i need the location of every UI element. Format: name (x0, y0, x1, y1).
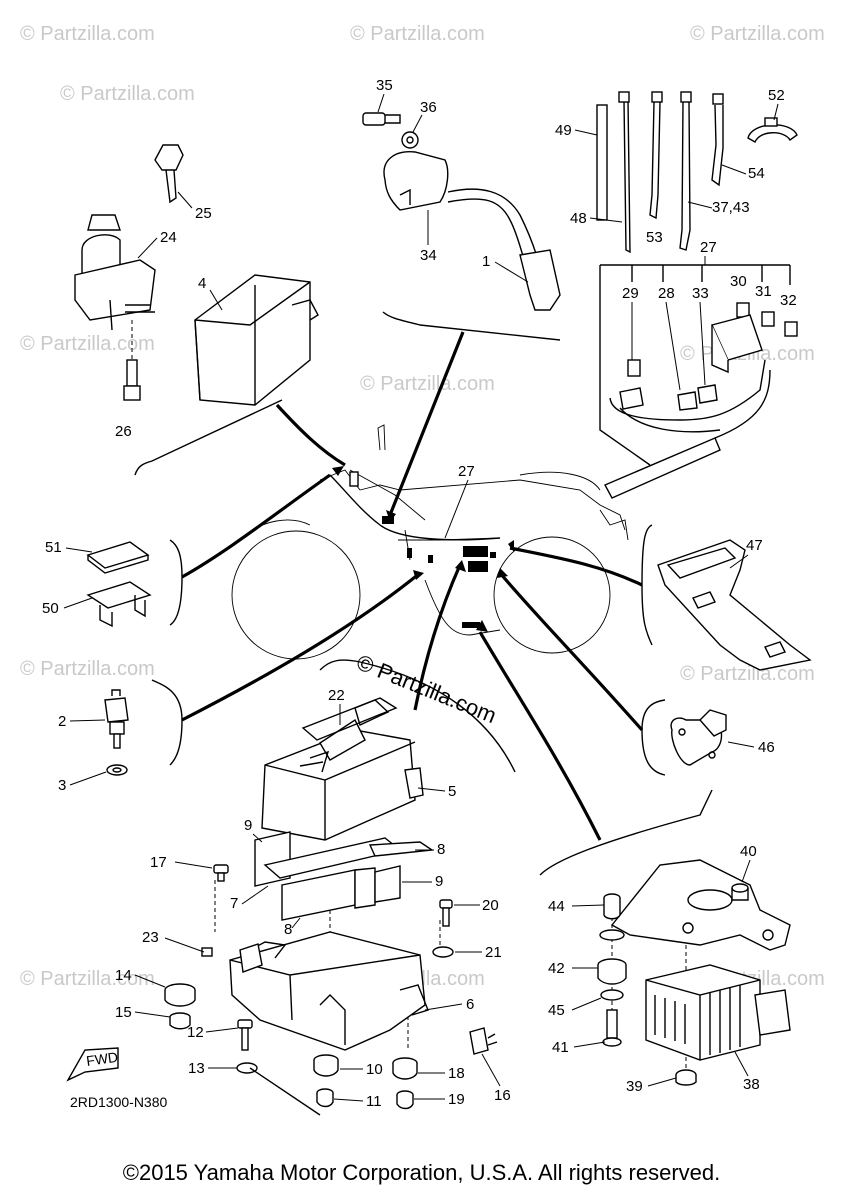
tubes-and-cable-ties: 49 48 53 37,43 54 52 (555, 87, 798, 254)
callout-26: 26 (115, 423, 132, 440)
callout-12: 12 (187, 1024, 204, 1041)
motorcycle-outline (231, 424, 629, 660)
callout-2: 2 (58, 713, 66, 730)
callout-19: 19 (448, 1091, 465, 1108)
callout-41: 41 (552, 1039, 569, 1056)
watermark-text: © Partzilla.com (20, 23, 155, 45)
fuse-harness: 27 29 28 33 30 31 32 (599, 239, 798, 499)
callout-40: 40 (740, 843, 757, 860)
callout-25: 25 (195, 205, 212, 222)
cover-47: 47 (657, 537, 812, 671)
callout-lines (181, 331, 644, 841)
watermark-text: © Partzilla.com (350, 23, 485, 45)
callout-18: 18 (448, 1065, 465, 1082)
watermark-text: © Partzilla.com (60, 83, 195, 105)
wire-harness-main (329, 471, 501, 628)
bolt-26: 26 (115, 320, 141, 440)
callout-20: 20 (482, 897, 499, 914)
callout-17: 17 (150, 854, 167, 871)
callout-50: 50 (42, 600, 59, 617)
callout-37-43: 37,43 (712, 199, 750, 216)
callout-8-left: 8 (284, 921, 292, 938)
sensor-2: 2 3 (58, 689, 129, 794)
callout-15: 15 (115, 1004, 132, 1021)
callout-24: 24 (160, 229, 177, 246)
callout-47: 47 (746, 537, 763, 554)
callout-11: 11 (366, 1093, 382, 1110)
callout-7: 7 (230, 895, 238, 912)
callout-31: 31 (755, 283, 772, 300)
callout-46: 46 (758, 739, 775, 756)
callout-16: 16 (494, 1087, 511, 1104)
callout-35: 35 (376, 77, 393, 94)
ecu-unit: 4 (194, 274, 319, 406)
main-switch: 24 (74, 214, 177, 331)
callout-4: 4 (198, 275, 206, 292)
callout-6: 6 (466, 996, 474, 1013)
callout-22: 22 (328, 687, 345, 704)
battery-box: 17 20 21 23 14 15 12 13 6 16 10 11 18 19 (115, 854, 511, 1116)
callout-29: 29 (622, 285, 639, 302)
watermark-text: © Partzilla.com (690, 23, 825, 45)
callout-30: 30 (730, 273, 747, 290)
callout-23: 23 (142, 929, 159, 946)
callout-8-right: 8 (437, 841, 445, 858)
callout-9-right: 9 (435, 873, 443, 890)
ignition-coil: 35 36 34 1 (362, 77, 561, 311)
callout-13: 13 (188, 1060, 205, 1077)
callout-38: 38 (743, 1076, 760, 1093)
callout-1: 1 (482, 253, 490, 270)
copyright-notice: ©2015 Yamaha Motor Corporation, U.S.A. A… (122, 1160, 721, 1185)
watermark-text: © Partzilla.com (680, 663, 815, 685)
callout-51: 51 (45, 539, 62, 556)
battery-assembly: 22 5 9 8 9 7 8 (230, 687, 456, 938)
sensor-46: 46 (670, 709, 775, 766)
watermark-text: © Partzilla.com (20, 968, 155, 990)
callout-36: 36 (420, 99, 437, 116)
group-brackets (134, 311, 713, 876)
callout-49: 49 (555, 122, 572, 139)
key: 25 (154, 144, 212, 222)
callout-14: 14 (115, 967, 132, 984)
callout-10: 10 (366, 1061, 383, 1078)
watermark-text: © Partzilla.com (360, 373, 495, 395)
pads-50-51: 51 50 (42, 539, 152, 628)
fwd-arrow: FWD (66, 1047, 119, 1082)
callout-54: 54 (748, 165, 765, 182)
callout-27-top: 27 (700, 239, 717, 256)
callout-42: 42 (548, 960, 565, 977)
callout-53: 53 (646, 229, 663, 246)
callout-34: 34 (420, 247, 437, 264)
callout-9-left: 9 (244, 817, 252, 834)
callout-39: 39 (626, 1078, 643, 1095)
callout-44: 44 (548, 898, 565, 915)
callout-27-bike: 27 (458, 463, 475, 480)
callout-3: 3 (58, 777, 66, 794)
callout-45: 45 (548, 1002, 565, 1019)
watermark-text: © Partzilla.com (20, 333, 155, 355)
fwd-label: FWD (85, 1049, 119, 1069)
callout-33: 33 (692, 285, 709, 302)
callout-52: 52 (768, 87, 785, 104)
watermark-text: © Partzilla.com (20, 658, 155, 680)
callout-32: 32 (780, 292, 797, 309)
callout-5: 5 (448, 783, 456, 800)
callout-21: 21 (485, 944, 502, 961)
callout-48: 48 (570, 210, 587, 227)
rectifier-regulator: 40 44 42 45 41 39 38 (548, 843, 791, 1095)
callout-28: 28 (658, 285, 675, 302)
diagram-code: 2RD1300-N380 (70, 1094, 167, 1110)
